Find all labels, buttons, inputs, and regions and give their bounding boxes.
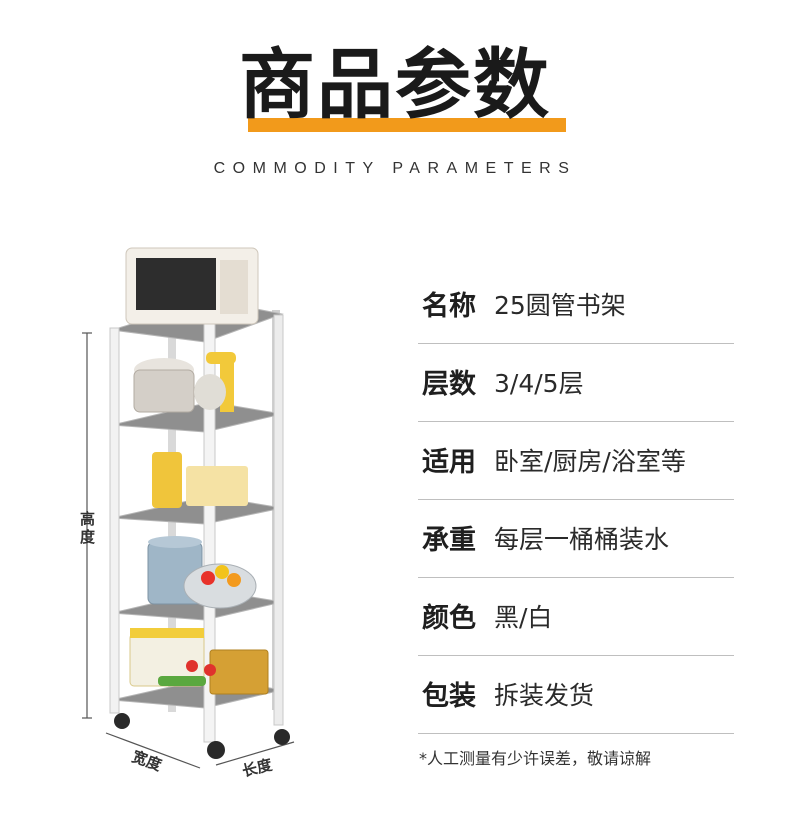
param-key: 颜色: [422, 603, 476, 634]
param-value: 黑/白: [494, 603, 553, 632]
product-illustration: 高度 宽度 长度: [60, 230, 360, 790]
param-value: 25圆管书架: [494, 291, 626, 320]
param-key: 包装: [422, 681, 476, 712]
param-key: 适用: [422, 447, 476, 478]
parameter-table: 名称 25圆管书架 层数 3/4/5层 适用 卧室/厨房/浴室等 承重 每层一桶…: [418, 266, 734, 734]
param-row-package: 包装 拆装发货: [418, 656, 734, 734]
param-value: 每层一桶桶装水: [494, 525, 670, 554]
title-accent-bar: [248, 118, 566, 132]
param-row-name: 名称 25圆管书架: [418, 266, 734, 344]
page-subtitle: COMMODITY PARAMETERS: [213, 160, 577, 177]
param-value: 卧室/厨房/浴室等: [494, 447, 686, 476]
param-key: 名称: [422, 291, 476, 322]
param-key: 承重: [422, 525, 476, 556]
param-row-usage: 适用 卧室/厨房/浴室等: [418, 422, 734, 500]
height-dimension-label: 高度: [80, 510, 96, 546]
page-title: 商品参数: [239, 40, 551, 129]
param-row-load: 承重 每层一桶桶装水: [418, 500, 734, 578]
param-value: 拆装发货: [494, 681, 595, 710]
param-row-color: 颜色 黑/白: [418, 578, 734, 656]
param-key: 层数: [422, 369, 476, 400]
param-value: 3/4/5层: [494, 369, 584, 398]
shelf-rack-image: [82, 247, 295, 769]
measurement-note: *人工测量有少许误差，敬请谅解: [419, 749, 652, 768]
param-row-layers: 层数 3/4/5层: [418, 344, 734, 422]
